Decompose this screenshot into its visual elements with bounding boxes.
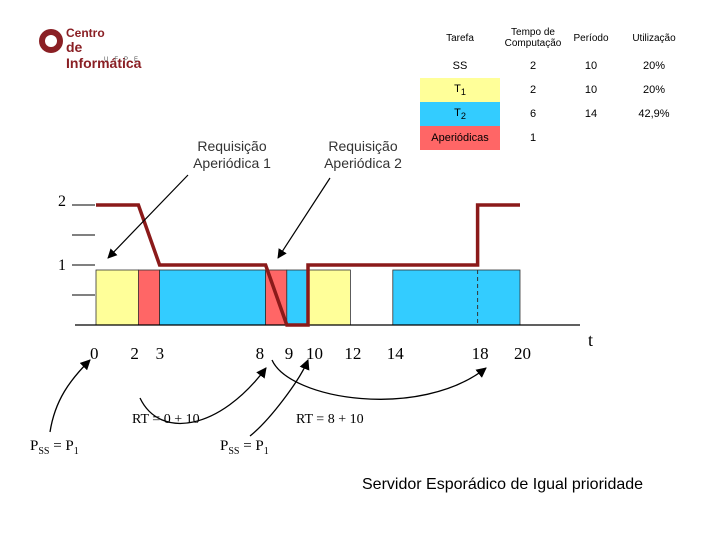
time-tick-18: 18 xyxy=(472,344,489,363)
replenish-curve-1 xyxy=(139,367,267,424)
time-axis-label: t xyxy=(588,330,593,350)
task-row-t2: T2 6 14 42,9% xyxy=(420,102,692,126)
priority-curve-1 xyxy=(49,359,91,433)
y-label-1: 1 xyxy=(58,257,66,274)
slot-aperiodic xyxy=(137,269,160,326)
logo-line2: de Informática xyxy=(66,39,142,71)
request-arrow-2 xyxy=(277,177,331,259)
time-tick-3: 3 xyxy=(156,344,165,363)
replenish-label-2: RT = 8 + 10 xyxy=(296,412,364,427)
logo-sub: UFPE xyxy=(104,57,145,63)
task-period: 14 xyxy=(584,108,598,120)
time-tick-20: 20 xyxy=(514,344,531,363)
task-name: Aperiódicas xyxy=(420,126,500,150)
logo-mark-icon xyxy=(39,29,63,53)
slot-t1 xyxy=(95,269,139,326)
header-period: Período xyxy=(573,32,609,44)
task-computation: 2 xyxy=(529,60,537,72)
slot-t2 xyxy=(286,269,309,326)
task-period: 10 xyxy=(584,84,598,96)
diagram-caption: Servidor Esporádico de Igual prioridade xyxy=(362,476,644,493)
task-utilization: 20% xyxy=(642,60,666,72)
slot-t2 xyxy=(392,269,521,326)
time-tick-10: 10 xyxy=(306,344,323,363)
logo: Centro de Informática UFPE xyxy=(36,24,156,71)
server-capacity-line xyxy=(96,203,520,327)
task-table-header: Tarefa Tempo de Computação Período Utili… xyxy=(420,22,692,54)
task-row-t1: T1 2 10 20% xyxy=(420,78,692,102)
slot-t1 xyxy=(307,269,351,326)
time-tick-2: 2 xyxy=(130,344,139,363)
header-utilization: Utilização xyxy=(632,32,676,44)
header-task: Tarefa xyxy=(446,32,474,44)
task-name: T1 xyxy=(420,78,500,102)
time-tick-0: 0 xyxy=(90,344,99,363)
priority-label-2: PSS = P1 xyxy=(220,438,269,457)
time-tick-12: 12 xyxy=(344,344,361,363)
task-name: T2 xyxy=(420,102,500,126)
task-computation: 2 xyxy=(529,84,537,96)
task-computation: 6 xyxy=(529,108,537,120)
time-tick-8: 8 xyxy=(256,344,265,363)
replenish-curve-2 xyxy=(271,359,487,400)
time-tick-14: 14 xyxy=(387,344,405,363)
task-period: 10 xyxy=(584,60,598,72)
slot-t2 xyxy=(159,269,267,326)
task-table: Tarefa Tempo de Computação Período Utili… xyxy=(420,22,692,150)
task-name: SS xyxy=(452,60,468,72)
time-tick-9: 9 xyxy=(285,344,294,363)
task-utilization: 42,9% xyxy=(638,108,670,120)
task-row-ss: SS 2 10 20% xyxy=(420,54,692,78)
task-computation: 1 xyxy=(529,132,537,144)
task-utilization: 20% xyxy=(642,84,666,96)
task-row-aperiodic: Aperiódicas 1 xyxy=(420,126,692,150)
header-computation: Tempo de Computação xyxy=(504,27,562,49)
y-label-2: 2 xyxy=(58,193,66,210)
priority-label-1: PSS = P1 xyxy=(30,438,79,457)
logo-line1: Centro xyxy=(66,26,105,40)
request-arrow-1 xyxy=(107,174,189,259)
priority-curve-2 xyxy=(249,359,310,437)
replenish-label-1: RT = 0 + 10 xyxy=(132,412,200,427)
